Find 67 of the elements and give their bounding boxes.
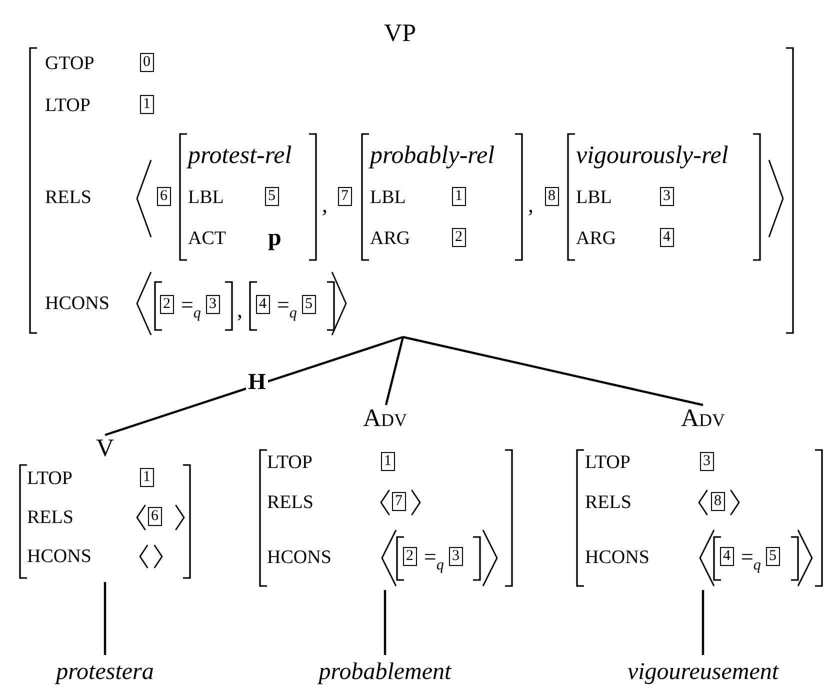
word: protestera: [54, 660, 155, 684]
feature-name: RELS: [267, 492, 314, 512]
word: vigoureusement: [626, 660, 780, 684]
coindex-tag: 7: [392, 492, 406, 511]
feature-name: GTOP: [45, 54, 94, 72]
coindex-tag: 1: [452, 187, 466, 206]
tree-branch: [104, 336, 404, 436]
coindex-tag: 4: [720, 547, 734, 566]
coindex-tag: 8: [711, 492, 724, 511]
relation-type: protest-rel: [188, 142, 292, 168]
tree-branch: [702, 590, 704, 655]
feature-name: RELS: [45, 188, 92, 206]
feature-name: LTOP: [267, 452, 312, 472]
coindex-tag: 8: [545, 187, 558, 206]
coindex-tag: 1: [381, 452, 394, 471]
tree-branch: [384, 590, 386, 655]
tree-branch: [402, 336, 704, 406]
feature-name: LTOP: [45, 96, 90, 114]
category-label: V: [94, 436, 116, 460]
coindex-tag: 6: [157, 187, 170, 206]
coindex-tag: 1: [140, 468, 154, 487]
coindex-tag: 5: [766, 547, 780, 566]
word: probablement: [316, 660, 453, 684]
tree-branch: [384, 336, 404, 406]
coindex-tag: 3: [660, 187, 674, 206]
qeq-symbol: =$_{q}$: [181, 294, 201, 322]
coindex-tag: 1: [140, 95, 154, 114]
feature-name: HCONS: [27, 546, 92, 566]
comma: ,: [528, 194, 534, 216]
tree-branch: [104, 582, 106, 655]
coindex-tag: 2: [403, 547, 416, 566]
coindex-tag: 4: [660, 228, 674, 247]
coindex-tag: 3: [449, 547, 462, 566]
feature-name: LTOP: [27, 468, 72, 488]
feature-name: HCONS: [585, 548, 650, 566]
coindex-tag: 6: [148, 507, 162, 526]
feature-name: LBL: [576, 188, 612, 206]
relation-type: probably-rel: [370, 142, 495, 168]
coindex-tag: 7: [338, 187, 352, 206]
coindex-tag: 2: [452, 228, 466, 247]
comma: ,: [237, 299, 242, 321]
feature-name: HCONS: [267, 548, 332, 566]
comma: ,: [322, 194, 328, 216]
coindex-tag: 4: [256, 295, 270, 314]
feature-name: ARG: [370, 228, 410, 248]
feature-name: LTOP: [585, 452, 630, 472]
feature-name: RELS: [27, 508, 74, 526]
coindex-tag: 3: [206, 295, 220, 314]
feature-name: HCONS: [45, 294, 110, 312]
feature-name: ACT: [188, 228, 226, 248]
qeq-symbol: =$_{q}$: [424, 546, 444, 574]
feature-name: RELS: [585, 492, 632, 512]
category-label: Adv: [362, 406, 408, 430]
feature-name: LBL: [188, 188, 224, 206]
value-symbol: p: [268, 226, 282, 250]
feature-name: LBL: [370, 188, 406, 206]
qeq-symbol: =$_{q}$: [741, 546, 761, 574]
coindex-tag: 0: [140, 53, 154, 72]
qeq-symbol: =$_{q}$: [277, 294, 297, 322]
coindex-tag: 2: [160, 295, 174, 314]
category-label: Adv: [680, 406, 726, 430]
category-label: VP: [383, 20, 417, 46]
coindex-tag: 3: [700, 452, 714, 471]
coindex-tag: 5: [302, 295, 316, 314]
coindex-tag: 5: [265, 187, 278, 206]
relation-type: vigourously-rel: [576, 142, 728, 168]
feature-name: ARG: [576, 228, 616, 248]
